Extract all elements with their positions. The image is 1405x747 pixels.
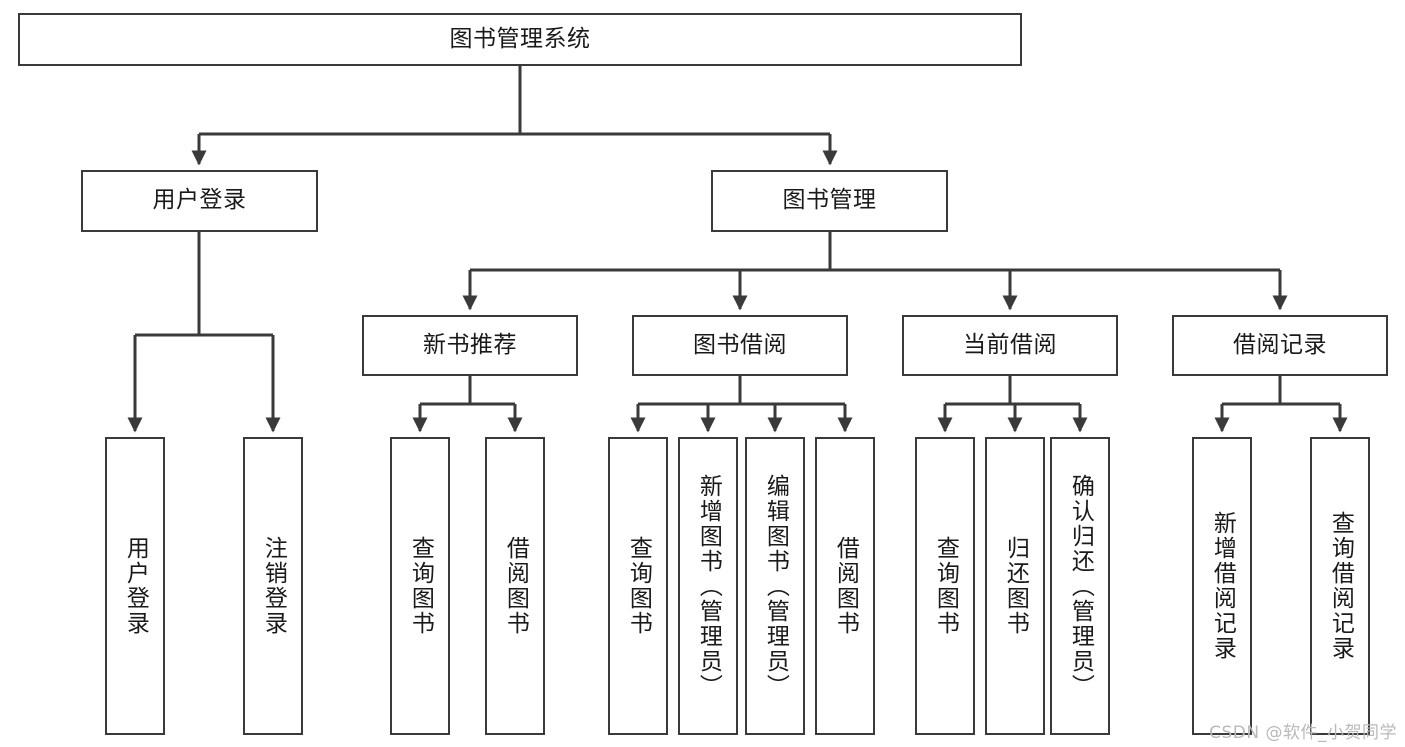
watermark-text: CSDN @软件_小贺同学	[1209, 723, 1397, 743]
node-label: 借阅图书	[832, 536, 859, 636]
leaf-record-add-record[interactable]: 新增借阅记录	[1192, 437, 1252, 735]
node-label: 当前借阅	[963, 331, 1057, 358]
node-label: 查询图书	[932, 536, 959, 636]
node-label: 借阅记录	[1233, 331, 1327, 358]
node-label: 查询图书	[407, 536, 434, 636]
leaf-recommend-query-book[interactable]: 查询图书	[390, 437, 450, 735]
leaf-recommend-borrow-book[interactable]: 借阅图书	[485, 437, 545, 735]
leaf-record-query-record[interactable]: 查询借阅记录	[1310, 437, 1370, 735]
node-label: 图书管理系统	[449, 25, 591, 52]
node-label: 图书借阅	[693, 331, 787, 358]
node-book-borrow[interactable]: 图书借阅	[632, 315, 848, 376]
node-label: 确认归还（管理员）	[1067, 473, 1094, 699]
leaf-borrow-query-book[interactable]: 查询图书	[608, 437, 668, 735]
leaf-current-return-book[interactable]: 归还图书	[985, 437, 1045, 735]
node-label: 注销登录	[260, 536, 287, 636]
node-user-login[interactable]: 用户登录	[81, 170, 318, 232]
node-current-borrow[interactable]: 当前借阅	[902, 315, 1118, 376]
node-label: 用户登录	[152, 187, 247, 214]
node-borrow-record[interactable]: 借阅记录	[1172, 315, 1388, 376]
node-label: 借阅图书	[502, 536, 529, 636]
node-label: 新增图书（管理员）	[695, 473, 722, 699]
leaf-current-confirm-return-admin[interactable]: 确认归还（管理员）	[1050, 437, 1110, 735]
node-new-book-recommend[interactable]: 新书推荐	[362, 315, 578, 376]
node-label: 编辑图书（管理员）	[762, 473, 789, 699]
node-label: 图书管理	[782, 187, 877, 214]
leaf-current-query-book[interactable]: 查询图书	[915, 437, 975, 735]
node-label: 查询图书	[625, 536, 652, 636]
leaf-borrow-borrow-book[interactable]: 借阅图书	[815, 437, 875, 735]
leaf-user-login-signout[interactable]: 注销登录	[243, 437, 303, 735]
node-label: 归还图书	[1002, 536, 1029, 636]
leaf-borrow-edit-book-admin[interactable]: 编辑图书（管理员）	[745, 437, 805, 735]
node-label: 查询借阅记录	[1327, 511, 1354, 661]
node-label: 新增借阅记录	[1209, 511, 1236, 661]
node-label: 用户登录	[122, 536, 149, 636]
leaf-user-login-signin[interactable]: 用户登录	[105, 437, 165, 735]
leaf-borrow-add-book-admin[interactable]: 新增图书（管理员）	[678, 437, 738, 735]
node-root-system[interactable]: 图书管理系统	[18, 13, 1022, 66]
node-book-management[interactable]: 图书管理	[711, 170, 948, 232]
node-label: 新书推荐	[423, 331, 517, 358]
